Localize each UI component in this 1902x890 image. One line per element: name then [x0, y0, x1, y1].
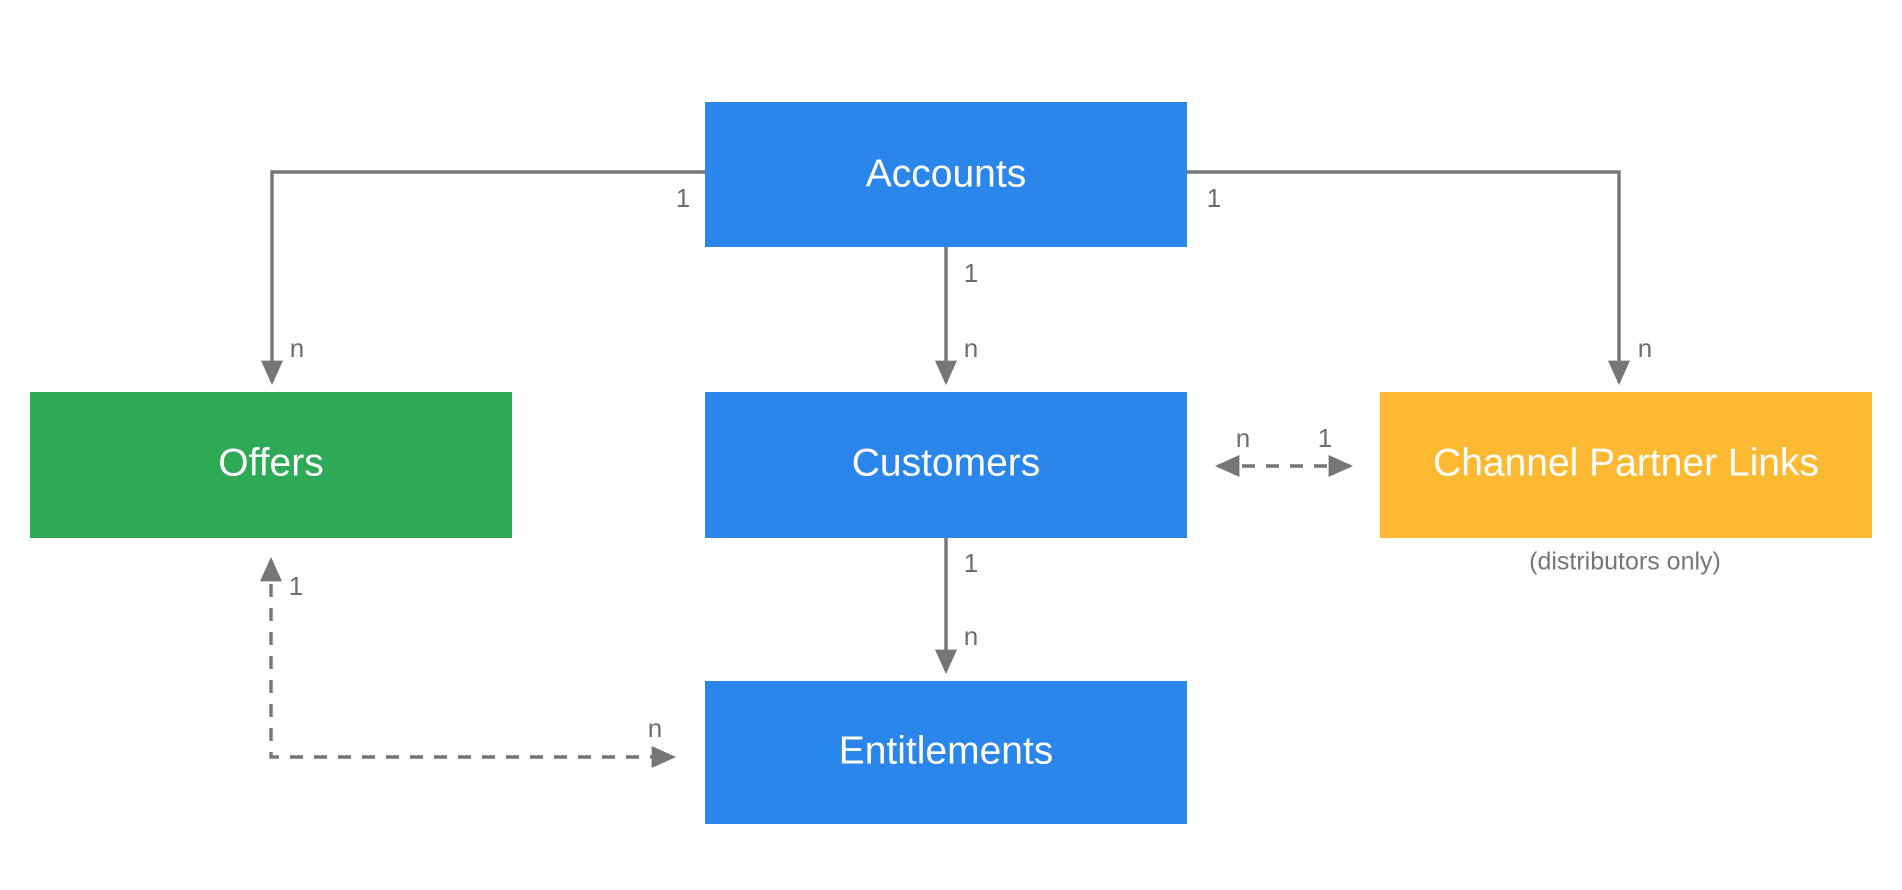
node-channel-partner-links[interactable]: Channel Partner Links [1380, 392, 1872, 538]
edge-offers-entitlements [259, 556, 677, 769]
cardinality-customers-channel-partner-links-target: 1 [1318, 423, 1332, 453]
cardinality-offers-entitlements-source: 1 [289, 571, 303, 601]
cardinality-accounts-channel-partner-links-source: 1 [1207, 183, 1221, 213]
node-accounts-label: Accounts [866, 152, 1026, 195]
notes-layer: (distributors only) [1529, 548, 1721, 576]
node-channel-partner-links-rect[interactable] [1380, 392, 1872, 538]
cardinality-offers-entitlements-target: n [648, 713, 662, 743]
node-offers-label: Offers [218, 441, 323, 484]
cardinality-accounts-customers-target: n [964, 333, 978, 363]
edge-accounts-to-offers [260, 170, 705, 386]
node-accounts-rect[interactable] [705, 102, 1187, 247]
node-channel-partner-links-label: Channel Partner Links [1433, 441, 1819, 484]
cardinality-accounts-offers-target: n [290, 333, 304, 363]
cardinality-customers-entitlements-target: n [964, 621, 978, 651]
edges-layer [259, 170, 1631, 769]
nodes-layer: Accounts Offers Customers Channel Partne… [30, 102, 1872, 824]
node-entitlements-rect[interactable] [705, 681, 1187, 824]
node-customers-label: Customers [852, 441, 1041, 484]
node-entitlements[interactable]: Entitlements [705, 681, 1187, 824]
node-customers[interactable]: Customers [705, 392, 1187, 538]
node-entitlements-label: Entitlements [839, 729, 1054, 772]
cardinality-customers-channel-partner-links-source: n [1236, 423, 1250, 453]
edge-accounts-to-channel-partner-links [1187, 170, 1631, 386]
cardinality-accounts-offers-source: 1 [676, 183, 690, 213]
cardinality-accounts-customers-source: 1 [964, 258, 978, 288]
node-offers-rect[interactable] [30, 392, 512, 538]
note-distributors-only: (distributors only) [1529, 548, 1721, 576]
cardinality-labels-layer: 1 n 1 n 1 n n 1 1 n 1 n [289, 183, 1652, 743]
node-offers[interactable]: Offers [30, 392, 512, 538]
cardinality-customers-entitlements-source: 1 [964, 548, 978, 578]
node-customers-rect[interactable] [705, 392, 1187, 538]
cardinality-accounts-channel-partner-links-target: n [1638, 333, 1652, 363]
node-accounts[interactable]: Accounts [705, 102, 1187, 247]
